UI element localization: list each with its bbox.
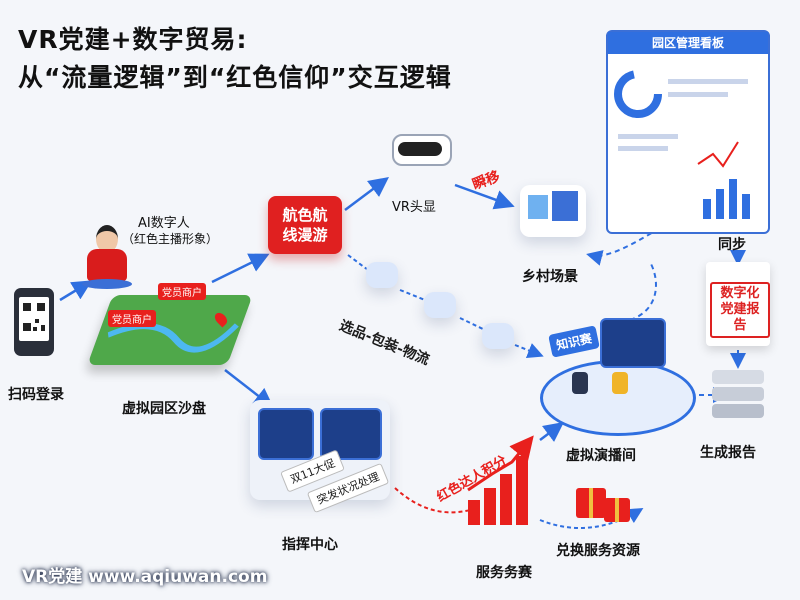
tag-party-merchant-2: 党员商户 bbox=[158, 283, 206, 300]
label-live-room: 虚拟演播间 bbox=[566, 445, 636, 465]
arrow-points-to-live bbox=[540, 425, 560, 440]
label-command-center: 指挥中心 bbox=[282, 534, 338, 554]
label-ai-person: AI数字人 bbox=[138, 212, 190, 231]
sandtable-map bbox=[87, 295, 252, 365]
command-screen-left bbox=[258, 408, 314, 460]
label-rural-scene: 乡村场景 bbox=[522, 266, 578, 286]
tag-party-merchant-1: 党员商户 bbox=[108, 310, 156, 327]
cube-select-icon bbox=[366, 262, 398, 288]
label-generate-report: 生成报告 bbox=[700, 442, 756, 462]
gift-box-icon bbox=[576, 488, 606, 518]
digital-report-stamp: 数字化 党建报告 bbox=[710, 282, 770, 338]
label-redeem: 兑换服务资源 bbox=[556, 540, 640, 560]
studio-host-1 bbox=[572, 372, 588, 394]
phone-icon bbox=[14, 288, 54, 356]
watermark: VR党建 www.aqiuwan.com bbox=[22, 562, 267, 587]
rural-scene-card bbox=[520, 185, 586, 237]
gift-box-small-icon bbox=[604, 498, 630, 522]
label-ai-person-sub: （红色主播形象） bbox=[122, 230, 218, 247]
label-scan-login: 扫码登录 bbox=[8, 384, 64, 404]
arrow-sandtable-to-tour bbox=[212, 256, 265, 282]
label-vr-headset: VR头显 bbox=[392, 196, 436, 215]
label-sandtable: 虚拟园区沙盘 bbox=[122, 398, 206, 418]
dashboard-charts bbox=[608, 54, 768, 229]
live-studio-screen bbox=[600, 318, 666, 368]
cube-package-icon bbox=[424, 292, 456, 318]
dashboard-title: 园区管理看板 bbox=[608, 32, 768, 54]
digital-report-document: 数字化 党建报告 bbox=[706, 262, 770, 346]
vr-headset-icon bbox=[392, 130, 448, 166]
server-icon bbox=[712, 370, 764, 422]
label-sync: 同步 bbox=[718, 234, 746, 254]
label-service-competition: 服务务赛 bbox=[476, 562, 532, 582]
studio-host-2 bbox=[612, 372, 628, 394]
arrow-tour-to-logistics bbox=[348, 255, 368, 270]
arrow-tour-to-vr bbox=[345, 180, 385, 210]
qr-code-icon bbox=[19, 297, 49, 341]
cube-logistics-icon bbox=[482, 323, 514, 349]
red-tour-card: 航色航 线漫游 bbox=[268, 196, 342, 254]
park-dashboard: 园区管理看板 bbox=[606, 30, 770, 234]
